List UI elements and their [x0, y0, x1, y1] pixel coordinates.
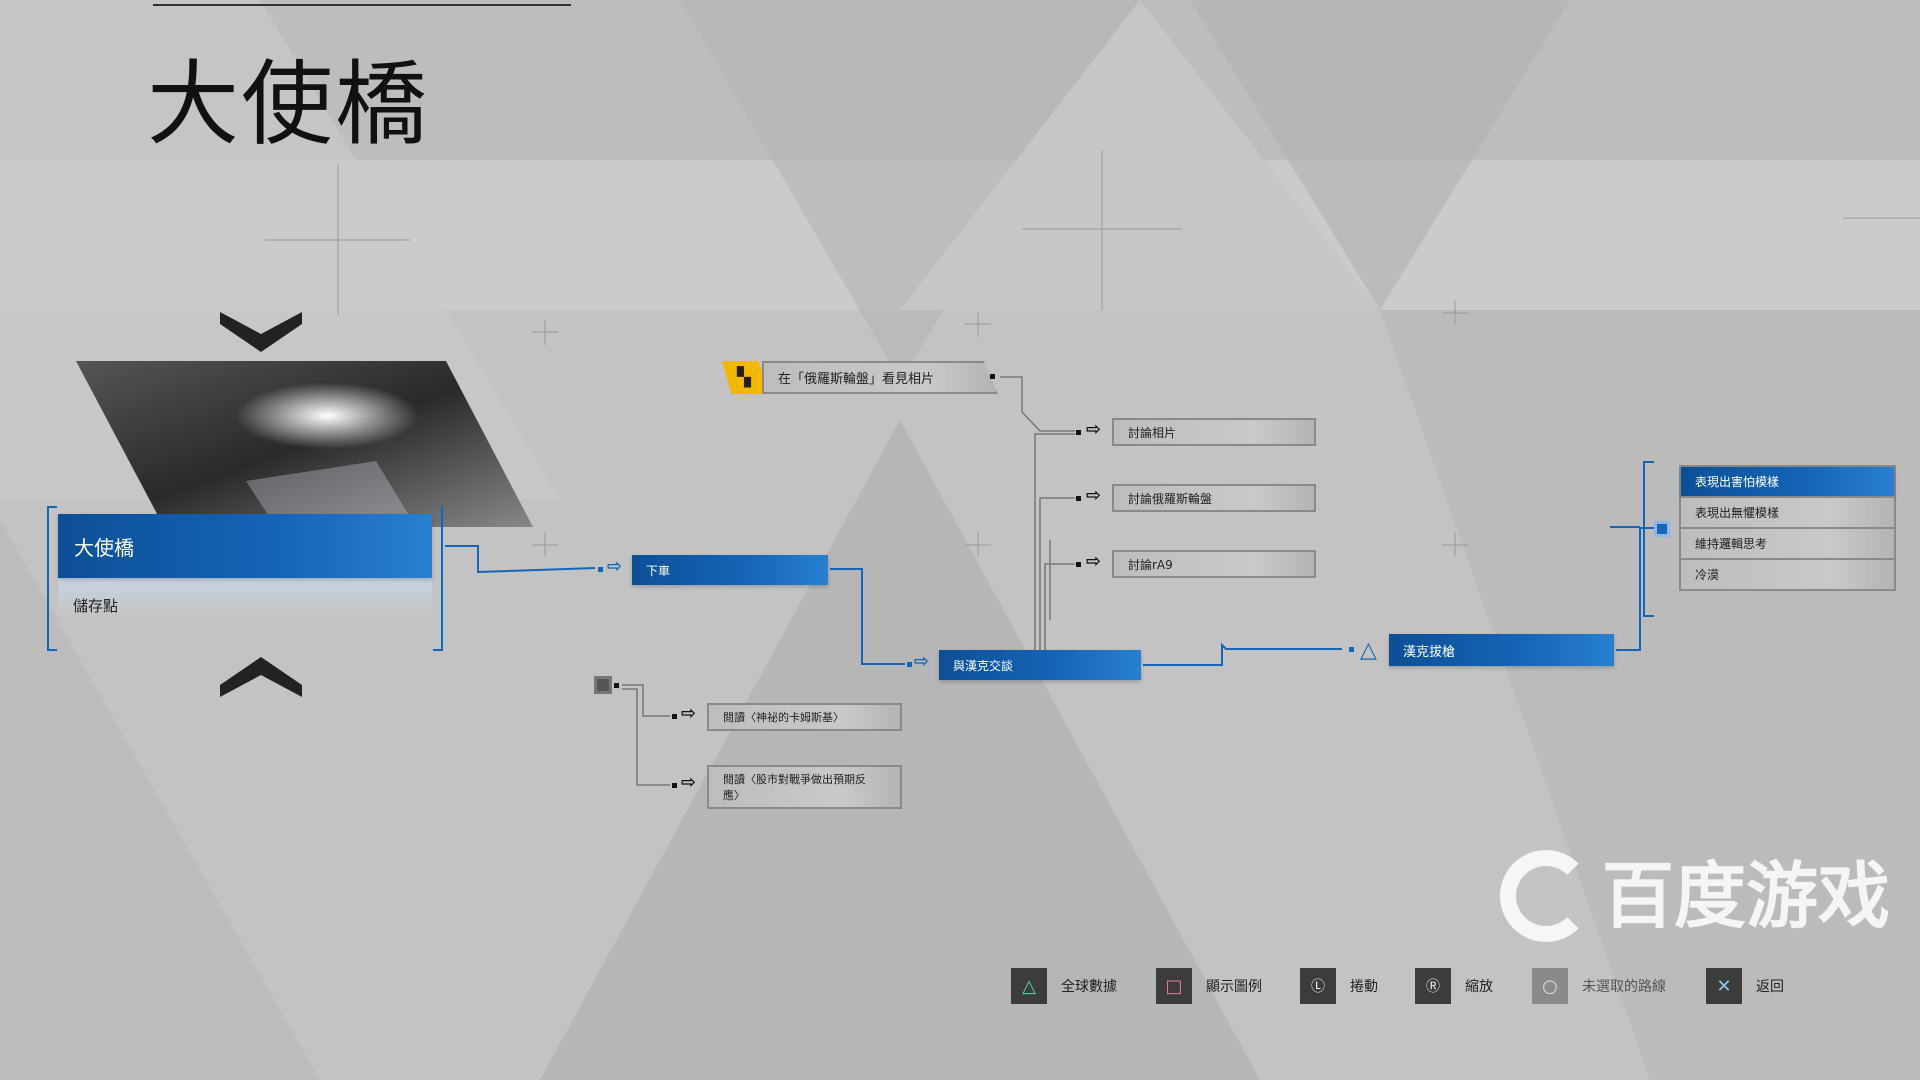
node-label: 閱讀〈神祕的卡姆斯基〉	[723, 711, 844, 724]
node-locked-photo[interactable]: 在「俄羅斯輪盤」看見相片	[762, 361, 998, 394]
choice-item[interactable]: 表現出無懼模樣	[1681, 498, 1894, 529]
watermark-text: 百度游戏	[1602, 854, 1891, 938]
choice-item[interactable]: 冷漠	[1681, 560, 1894, 591]
checkpoint-label: 儲存點	[73, 597, 119, 615]
node-discuss-ra9[interactable]: 討論rA9	[1112, 550, 1316, 578]
choice-label: 維持邏輯思考	[1695, 537, 1768, 551]
node-discuss-photo[interactable]: 討論相片	[1112, 418, 1316, 446]
cross-icon: ✕	[1706, 968, 1742, 1004]
page-title: 大使橋	[147, 51, 430, 158]
hint-label: 顯示圖例	[1206, 979, 1262, 995]
chapter-bracket	[47, 506, 443, 651]
choice-label: 冷漠	[1695, 568, 1720, 582]
bracket-corner	[47, 506, 57, 508]
arrow-icon: ⇨	[681, 772, 697, 793]
hint-global-stats[interactable]: △ 全球數據	[1011, 968, 1117, 1004]
connector-dot	[672, 783, 677, 788]
node-label: 討論rA9	[1128, 557, 1173, 572]
hint-unselected-route[interactable]: ○ 未選取的路線	[1532, 968, 1666, 1004]
connector-dot	[614, 683, 619, 688]
hint-label: 返回	[1756, 979, 1784, 995]
arrow-icon: ⇨	[681, 703, 697, 724]
scroll-up-chevron-icon[interactable]	[220, 304, 302, 352]
path-connectors	[445, 461, 1660, 666]
r-stick-icon: Ⓡ	[1415, 968, 1451, 1004]
choice-label: 表現出害怕模樣	[1695, 475, 1780, 489]
hint-scroll[interactable]: Ⓛ 捲動	[1300, 968, 1378, 1004]
watermark-logo-icon	[1500, 850, 1592, 942]
l-stick-icon: Ⓛ	[1300, 968, 1336, 1004]
connector-dot	[1076, 562, 1081, 567]
scroll-down-chevron-icon[interactable]	[220, 657, 302, 706]
node-label: 閱讀〈股市對戰爭做出預期反應〉	[723, 773, 866, 802]
arrow-icon: ⇨	[914, 651, 930, 672]
node-label: 與漢克交談	[953, 658, 1014, 673]
chapter-selected-bar[interactable]: 大使橋	[58, 514, 432, 578]
arrow-icon: ⇨	[1086, 551, 1102, 572]
hint-label: 未選取的路線	[1582, 979, 1666, 995]
arrow-icon: ⇨	[1086, 419, 1102, 440]
title-rule	[153, 4, 571, 6]
watermark: 百度游戏	[1500, 850, 1890, 942]
node-read-stock[interactable]: 閱讀〈股市對戰爭做出預期反應〉	[707, 765, 902, 809]
connector-dot	[907, 662, 912, 667]
arrow-icon: ⇨	[1086, 485, 1102, 506]
chapter-label: 大使橋	[74, 535, 134, 560]
node-discuss-roulette[interactable]: 討論俄羅斯輪盤	[1112, 484, 1316, 512]
connector-dot	[990, 374, 995, 379]
connector-dot	[598, 567, 603, 572]
hint-back[interactable]: ✕ 返回	[1706, 968, 1784, 1004]
hint-show-legend[interactable]: □ 顯示圖例	[1156, 968, 1262, 1004]
choice-item[interactable]: 維持邏輯思考	[1681, 529, 1894, 560]
node-label: 討論相片	[1128, 425, 1177, 440]
choice-group-icon	[1654, 521, 1670, 537]
node-label: 討論俄羅斯輪盤	[1128, 491, 1213, 506]
hint-zoom[interactable]: Ⓡ 縮放	[1415, 968, 1493, 1004]
node-label: 下車	[646, 563, 671, 578]
choice-list: 表現出害怕模樣 表現出無懼模樣 維持邏輯思考 冷漠	[1679, 465, 1896, 591]
circle-icon: ○	[1532, 968, 1568, 1004]
node-read-kamski[interactable]: 閱讀〈神祕的卡姆斯基〉	[707, 703, 902, 731]
node-hank-gun[interactable]: 漢克拔槍	[1389, 634, 1614, 666]
connector-dot	[1076, 430, 1081, 435]
magazine-icon	[594, 676, 612, 694]
connector-dot	[672, 714, 677, 719]
node-label: 漢克拔槍	[1403, 644, 1456, 660]
hint-label: 全球數據	[1061, 979, 1117, 995]
chapter-glow	[58, 578, 432, 618]
arrow-icon: ⇨	[607, 556, 623, 577]
bracket-corner	[433, 649, 443, 651]
node-get-off[interactable]: 下車	[632, 555, 828, 585]
hint-label: 縮放	[1465, 979, 1493, 995]
choice-item[interactable]: 表現出害怕模樣	[1681, 467, 1894, 498]
choice-label: 表現出無懼模樣	[1695, 506, 1780, 520]
chapter-thumbnail	[76, 361, 533, 527]
unlock-icon: ▚	[737, 367, 751, 388]
node-talk-hank[interactable]: 與漢克交談	[939, 650, 1141, 680]
connector-dot	[1076, 496, 1081, 501]
node-label: 在「俄羅斯輪盤」看見相片	[778, 372, 935, 387]
connector-dot	[1349, 647, 1354, 652]
triangle-icon: △	[1360, 638, 1377, 663]
triangle-icon: △	[1011, 968, 1047, 1004]
bracket-corner	[47, 649, 57, 651]
hint-label: 捲動	[1350, 979, 1378, 995]
square-icon: □	[1156, 968, 1192, 1004]
